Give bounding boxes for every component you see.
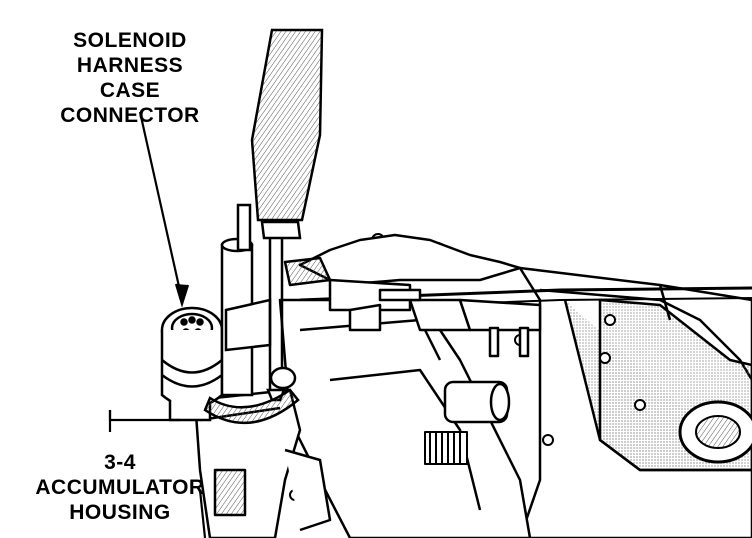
retaining-clip [203,366,300,425]
solenoid-connector [160,306,224,422]
valve-body [299,263,752,538]
label-line: 3-4 [104,451,136,474]
solenoid-connector-label: SOLENOID HARNESS CASE CONNECTOR [50,28,210,128]
label-line: HARNESS CASE [76,54,184,102]
leader-lines [108,111,207,538]
upper-valve-body [283,233,542,358]
label-line: ACCUMULATOR [35,476,205,499]
standpipe [220,203,272,397]
accumulator-housing-label: 3-4 ACCUMULATOR HOUSING [30,450,210,525]
spring [424,431,468,465]
center-plate [278,298,532,538]
label-line: SOLENOID [73,29,187,52]
label-line: CONNECTOR [60,104,200,127]
label-line: HOUSING [69,501,171,524]
screwdriver [250,28,324,402]
